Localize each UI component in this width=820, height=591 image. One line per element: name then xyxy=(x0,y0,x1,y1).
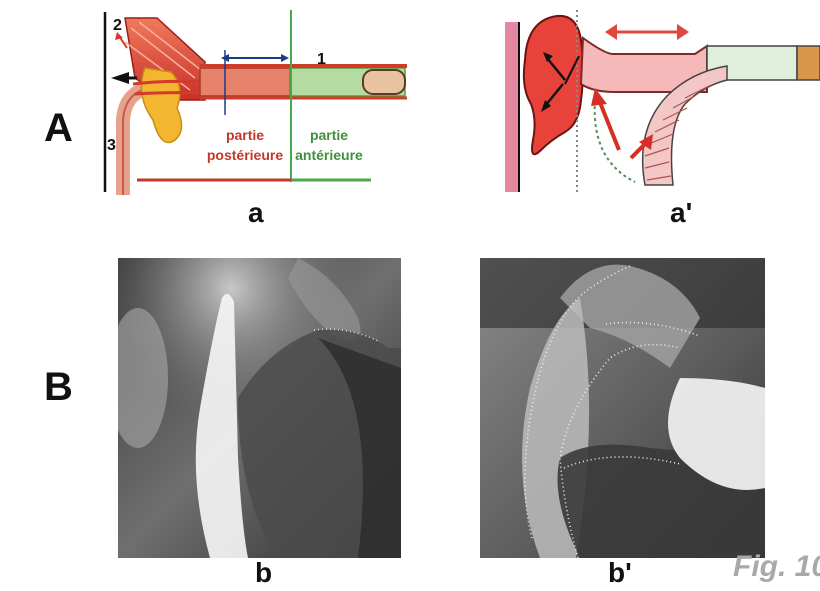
diagram-a-prime xyxy=(495,0,820,195)
yellow-organ xyxy=(141,68,181,143)
pink-wall xyxy=(505,22,519,192)
double-arrow-icon xyxy=(605,24,617,40)
label-num-1: 1 xyxy=(317,51,326,68)
red-tongue xyxy=(524,16,583,154)
label-posterior-2: postérieure xyxy=(207,147,283,163)
row-label-b: B xyxy=(44,365,73,410)
figure-caption: Fig. 10 xyxy=(733,550,820,584)
label-posterior-1: partie xyxy=(226,127,264,143)
panel-label-a: a xyxy=(248,197,264,229)
panel-label-a-prime: a' xyxy=(670,197,692,229)
segment-orange xyxy=(797,46,820,80)
tube-posterior xyxy=(200,68,290,96)
panel-label-b: b xyxy=(255,557,272,589)
xray-b-prime xyxy=(480,258,765,558)
label-anterior-2: antérieure xyxy=(295,147,363,163)
label-num-2: 2 xyxy=(113,17,122,34)
row-label-a: A xyxy=(44,106,73,151)
diagram-a: 1 2 3 partie postérieure partie antérieu… xyxy=(95,0,415,195)
panel-label-b-prime: b' xyxy=(608,557,632,589)
label-anterior-1: partie xyxy=(310,127,348,143)
tube-end-cap xyxy=(363,70,405,94)
label-num-3: 3 xyxy=(107,137,116,154)
xray-b xyxy=(118,258,401,558)
